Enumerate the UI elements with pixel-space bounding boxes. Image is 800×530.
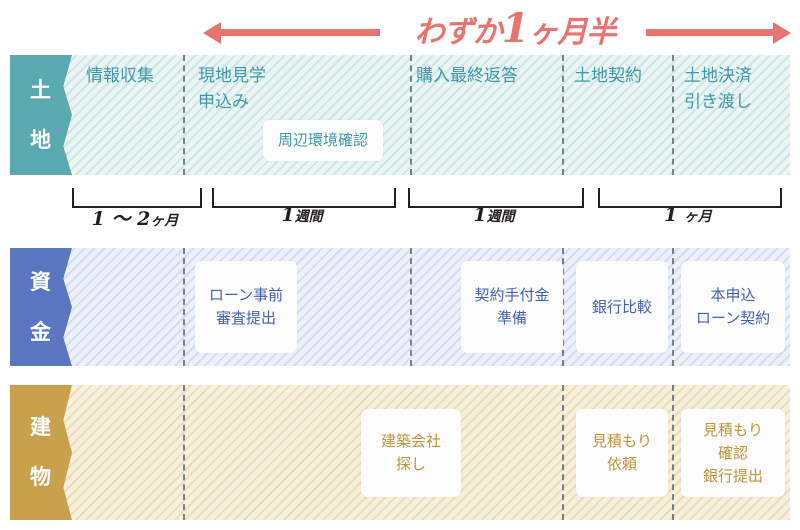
card-fund-1[interactable]: ローン事前 審査提出 xyxy=(195,261,297,353)
row-land-label-char-1: 土 xyxy=(30,77,52,102)
bracket-label-4-unit: ヶ月 xyxy=(683,209,712,225)
divider-build-2 xyxy=(562,385,564,520)
card-fund-2-line2: 準備 xyxy=(496,309,527,327)
bracket-label-3-unit: 週間 xyxy=(486,209,515,225)
duration-brackets: 1 ～ 2ヶ月 1週間 1週間 1 ヶ月 xyxy=(0,178,800,240)
phase-land-2-line2: 申込み xyxy=(198,92,249,112)
bracket-label-1-unit: ヶ月 xyxy=(150,213,179,229)
bracket-2 xyxy=(212,188,396,208)
divider-fund-4 xyxy=(672,248,674,366)
phase-land-5-line2: 引き渡し xyxy=(684,92,752,112)
row-land-label-char-2: 地 xyxy=(30,127,52,152)
divider-land-1 xyxy=(183,55,185,175)
bracket-3 xyxy=(408,188,584,208)
headline-number: 1 xyxy=(501,5,530,52)
bracket-4 xyxy=(598,188,782,208)
bracket-label-1-number: 1 ～ 2 xyxy=(91,208,151,230)
divider-build-1 xyxy=(183,385,185,520)
card-build-3-line3: 銀行提出 xyxy=(702,466,763,485)
divider-fund-2 xyxy=(410,248,412,366)
arrow-left-icon xyxy=(203,21,380,44)
phase-land-3: 購入最終返答 xyxy=(416,66,518,86)
card-build-1[interactable]: 建築会社 探し xyxy=(361,409,461,497)
card-build-1-line2: 探し xyxy=(395,455,426,473)
phase-land-1: 情報収集 xyxy=(86,66,154,86)
card-fund-3-line1: 銀行比較 xyxy=(591,297,652,316)
bracket-label-4-number: 1 xyxy=(664,204,678,226)
card-fund-1-line2: 審査提出 xyxy=(215,309,276,327)
bracket-label-4: 1 ヶ月 xyxy=(598,204,778,226)
row-fund-label: 資 金 xyxy=(10,248,72,366)
phase-land-4: 土地契約 xyxy=(574,66,642,86)
headline-suffix: ヶ月半 xyxy=(528,15,616,50)
card-build-2-line2: 依頼 xyxy=(606,455,637,473)
bracket-label-3: 1週間 xyxy=(408,204,580,226)
card-build-2[interactable]: 見積もり 依頼 xyxy=(576,409,668,497)
card-build-3[interactable]: 見積もり 確認 銀行提出 xyxy=(681,409,785,497)
bracket-label-2-number: 1 xyxy=(281,204,295,226)
card-fund-2-line1: 契約手付金 xyxy=(474,286,550,304)
row-fund: 資 金 ローン事前 審査提出 契約手付金 準備 銀行比較 本申込 xyxy=(10,248,790,366)
card-fund-4-line2: ローン契約 xyxy=(695,309,771,327)
card-fund-1-line1: ローン事前 xyxy=(208,286,284,304)
headline-text: わずか1ヶ月半 xyxy=(385,7,645,55)
divider-fund-3 xyxy=(562,248,564,366)
bracket-label-2-unit: 週間 xyxy=(294,209,323,225)
bracket-label-1: 1 ～ 2ヶ月 xyxy=(72,204,198,231)
phase-land-5-line1: 土地決済 xyxy=(684,66,752,86)
row-land-background xyxy=(10,55,790,175)
row-fund-label-char-1: 資 xyxy=(30,269,52,294)
arrow-right-icon xyxy=(646,21,791,44)
card-build-1-line1: 建築会社 xyxy=(380,432,441,450)
headline-prefix: わずか xyxy=(414,15,503,50)
bracket-label-3-number: 1 xyxy=(473,204,487,226)
bracket-1 xyxy=(72,188,202,208)
row-build-label-char-1: 建 xyxy=(30,415,52,439)
divider-land-2 xyxy=(410,55,412,175)
divider-build-3 xyxy=(672,385,674,520)
headline-band: わずか1ヶ月半 xyxy=(0,0,800,55)
card-build-3-line2: 確認 xyxy=(717,443,748,462)
divider-land-3 xyxy=(562,55,564,175)
card-build-2-line1: 見積もり xyxy=(591,432,652,450)
row-land: 土 地 情報収集 現地見学 申込み 購入最終返答 土地契約 土地決済 引き渡し … xyxy=(10,55,790,175)
card-land-1-line1: 周辺環境確認 xyxy=(277,131,368,149)
row-build-label-char-2: 物 xyxy=(30,465,52,489)
card-fund-3[interactable]: 銀行比較 xyxy=(576,261,668,353)
card-build-3-line1: 見積もり xyxy=(702,420,763,439)
divider-land-4 xyxy=(672,55,674,175)
bracket-label-2: 1週間 xyxy=(212,204,392,226)
row-fund-label-char-2: 金 xyxy=(30,319,52,344)
divider-fund-1 xyxy=(183,248,185,366)
card-fund-4[interactable]: 本申込 ローン契約 xyxy=(681,261,785,353)
row-land-label: 土 地 xyxy=(10,55,72,175)
card-fund-4-line1: 本申込 xyxy=(710,286,756,304)
phase-land-2-line1: 現地見学 xyxy=(198,66,266,86)
row-build: 建 物 建築会社 探し 見積もり 依頼 見積もり 確認 銀行提出 xyxy=(10,385,790,520)
row-build-label: 建 物 xyxy=(10,385,72,520)
card-fund-2[interactable]: 契約手付金 準備 xyxy=(461,261,563,353)
card-land-1[interactable]: 周辺環境確認 xyxy=(263,120,383,161)
